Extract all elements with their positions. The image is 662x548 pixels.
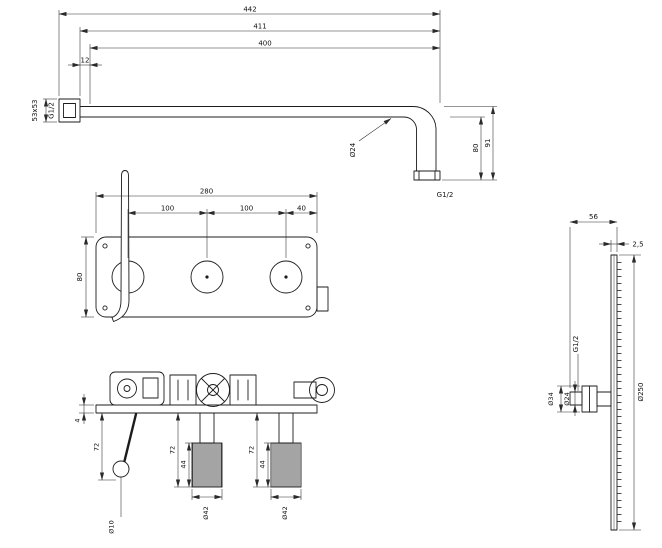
dim-pitch-a: 100	[161, 205, 174, 213]
wall-flange	[58, 98, 81, 123]
valve-bracket-right	[229, 374, 257, 406]
shower-arm-outline	[58, 98, 441, 181]
plate-edge	[95, 404, 318, 414]
dim-knob1-length: 72	[169, 446, 177, 454]
dim-arm-length: 400	[258, 40, 271, 48]
dim-pitch-b: 100	[240, 205, 253, 213]
head-outline	[569, 254, 618, 531]
dim-plate-thickness: 4	[74, 418, 82, 422]
wall-flange-inner	[63, 103, 76, 118]
head-dimension-lines	[557, 219, 641, 531]
knob-right-center-dot	[284, 275, 288, 279]
screw-top-left	[102, 243, 108, 249]
dim-total-length: 442	[243, 6, 256, 14]
view-head-side: 56 2,5 G1/2 Ø34 Ø24 Ø250	[547, 213, 645, 531]
dim-head-diameter: Ø250	[637, 383, 645, 402]
dim-knob2-length: 72	[248, 446, 256, 454]
dim-head-depth: 56	[589, 213, 598, 221]
dim-pitch-c: 40	[297, 205, 306, 213]
view-shower-arm: 442 411 400 12 53x53 G1/2 Ø24 80 91 G1/2	[31, 6, 497, 199]
screw-bottom-left	[102, 305, 108, 311]
dim-flange-offset: 12	[81, 57, 90, 65]
valve-left-body	[109, 371, 165, 406]
dim-head-plate-thickness: 2,5	[632, 241, 643, 249]
trim-plate	[95, 236, 318, 318]
dim-knob2-diameter: Ø42	[281, 506, 289, 519]
arm-tube-inner	[79, 116, 417, 172]
arm-end-nut	[413, 170, 441, 181]
inlet-nipple	[569, 391, 583, 406]
spout-connection	[309, 377, 335, 403]
dim-tube-diameter: Ø24	[349, 142, 357, 157]
arm-tube-outer	[79, 106, 437, 172]
knob-right	[269, 260, 303, 294]
dim-knob1-knurl: 44	[180, 460, 188, 468]
knob1-stem	[199, 412, 215, 444]
spout-stub	[316, 286, 329, 312]
lever-handle-bottom	[123, 412, 138, 463]
valve-dimension-lines	[79, 394, 302, 517]
arm-dimension-lines	[43, 10, 497, 181]
knob2-stem	[278, 412, 294, 444]
label-inlet-thread: G1/2	[572, 336, 580, 353]
dim-flange-size: 53x53	[31, 100, 39, 122]
dim-drop-80: 80	[472, 144, 480, 153]
label-end-thread: G1/2	[437, 191, 454, 199]
knob1-knurled-grip	[191, 442, 223, 488]
inlet-pipe	[596, 391, 612, 407]
dim-knob1-diameter: Ø42	[202, 506, 210, 519]
screw-top-right	[305, 243, 311, 249]
dim-lever-length: 72	[93, 443, 101, 451]
dim-mid-length: 411	[253, 23, 266, 31]
lever-handle-front	[111, 170, 130, 322]
dim-knob2-knurl: 44	[259, 460, 267, 468]
nozzle-ticks	[617, 259, 622, 525]
view-trim-front: 280 100 100 40 80	[76, 170, 329, 322]
valve-body-outline	[95, 371, 335, 444]
dim-lever-diameter: Ø10	[108, 520, 116, 533]
screw-bottom-right	[305, 305, 311, 311]
lever-ball-end	[112, 460, 130, 478]
label-wall-thread: G1/2	[48, 102, 56, 119]
knob-middle-center-dot	[205, 275, 209, 279]
dim-drop-91: 91	[484, 139, 492, 148]
dim-pipe-diameter: Ø24	[563, 392, 571, 405]
diverter-body	[196, 373, 230, 407]
knob-middle	[190, 260, 224, 294]
dim-plate-width: 280	[200, 188, 213, 196]
dim-plate-height: 80	[76, 273, 84, 282]
view-valve-bottom: 4 72 Ø10 72 44 Ø42 72 44 Ø42	[74, 371, 335, 534]
knob2-knurled-grip	[270, 442, 302, 488]
trim-plate-outline	[95, 236, 329, 318]
valve-bracket-left	[169, 374, 197, 406]
trim-dimension-lines	[81, 192, 318, 318]
dim-flange-diameter: Ø34	[547, 392, 555, 405]
